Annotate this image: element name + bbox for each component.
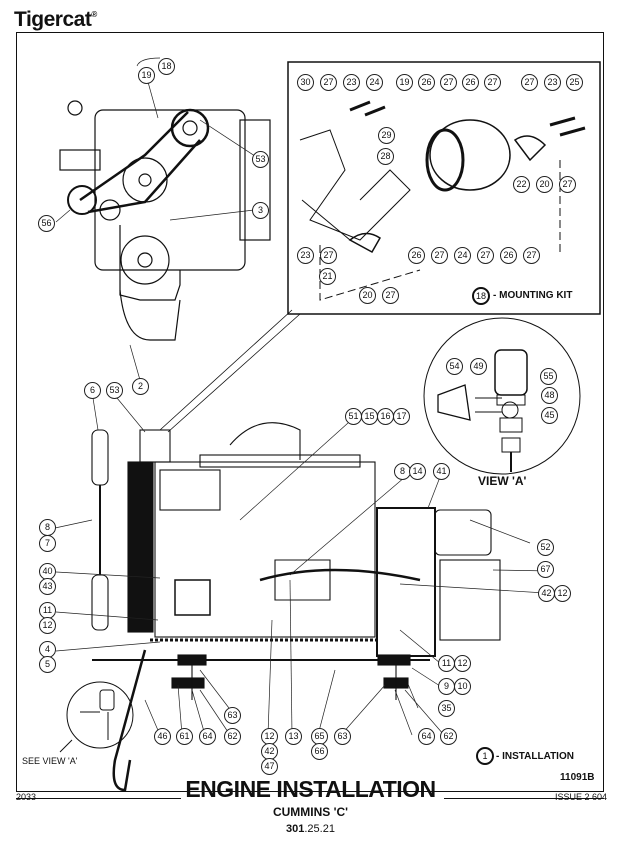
figure-number: 11091B	[560, 772, 595, 783]
brand-name: Tigercat	[14, 8, 92, 31]
title-rule-left	[16, 798, 181, 799]
callout-23: 23	[343, 74, 360, 91]
registered-mark: ®	[91, 10, 97, 19]
callout-12: 12	[39, 617, 56, 634]
callout-29: 29	[378, 127, 395, 144]
callout-63: 63	[334, 728, 351, 745]
callout-26: 26	[418, 74, 435, 91]
callout-49: 49	[470, 358, 487, 375]
callout-62: 62	[224, 728, 241, 745]
side-view-engine	[91, 422, 501, 792]
see-view-a-circle	[59, 681, 134, 753]
callout-6: 6	[84, 382, 101, 399]
callout-23: 23	[544, 74, 561, 91]
callout-67: 67	[537, 561, 554, 578]
callout-18: 18	[158, 58, 175, 75]
callout-16: 16	[377, 408, 394, 425]
callout-19: 19	[138, 67, 155, 84]
callout-43: 43	[39, 578, 56, 595]
drawing-frame	[16, 32, 604, 792]
callout-19: 19	[396, 74, 413, 91]
front-view-engine	[59, 100, 271, 341]
callout-55: 55	[540, 368, 557, 385]
callout-27: 27	[431, 247, 448, 264]
issue-number: ISSUE 2 604	[554, 792, 607, 802]
brand-logo: Tigercat®	[14, 8, 97, 32]
callout-21: 21	[319, 268, 336, 285]
code-section: 301	[286, 823, 305, 835]
view-a-detail	[423, 317, 581, 475]
callout-20: 20	[536, 176, 553, 193]
view-a-title: VIEW 'A'	[478, 474, 527, 488]
mounting-kit-detail	[287, 61, 601, 315]
callout-54: 54	[446, 358, 463, 375]
callout-51: 51	[345, 408, 362, 425]
mounting-kit-marker: 18	[472, 287, 490, 305]
callout-23: 23	[297, 247, 314, 264]
callout-24: 24	[454, 247, 471, 264]
callout-27: 27	[440, 74, 457, 91]
callout-15: 15	[361, 408, 378, 425]
title-rule-right	[444, 798, 604, 799]
callout-27: 27	[477, 247, 494, 264]
callout-45: 45	[541, 407, 558, 424]
callout-27: 27	[523, 247, 540, 264]
callout-11: 11	[39, 602, 56, 619]
callout-9: 9	[438, 678, 455, 695]
callout-17: 17	[393, 408, 410, 425]
callout-27: 27	[521, 74, 538, 91]
callout-13: 13	[285, 728, 302, 745]
callout-41: 41	[433, 463, 450, 480]
callout-42: 42	[538, 585, 555, 602]
mounting-kit-label: - MOUNTING KIT	[493, 290, 573, 301]
callout-3: 3	[252, 202, 269, 219]
callout-27: 27	[559, 176, 576, 193]
code-subsection: .25.21	[304, 823, 335, 835]
callout-35: 35	[438, 700, 455, 717]
callout-22: 22	[513, 176, 530, 193]
drawing-title: ENGINE INSTALLATION	[185, 776, 436, 802]
callout-24: 24	[366, 74, 383, 91]
callout-47: 47	[261, 758, 278, 775]
callout-52: 52	[537, 539, 554, 556]
drawing-code: 301.25.21	[0, 823, 621, 835]
callout-27: 27	[382, 287, 399, 304]
callout-26: 26	[462, 74, 479, 91]
callout-4: 4	[39, 641, 56, 658]
callout-30: 30	[297, 74, 314, 91]
installation-label: - INSTALLATION	[496, 751, 574, 762]
callout-26: 26	[500, 247, 517, 264]
page-reference: 2033	[16, 792, 37, 802]
callout-26: 26	[408, 247, 425, 264]
callout-62: 62	[440, 728, 457, 745]
callout-64: 64	[418, 728, 435, 745]
callout-46: 46	[154, 728, 171, 745]
callout-27: 27	[320, 74, 337, 91]
callout-5: 5	[39, 656, 56, 673]
callout-61: 61	[176, 728, 193, 745]
callout-25: 25	[566, 74, 583, 91]
callout-7: 7	[39, 535, 56, 552]
callout-27: 27	[484, 74, 501, 91]
callout-64: 64	[199, 728, 216, 745]
drawing-subtitle: CUMMINS 'C'	[272, 805, 349, 819]
callout-2: 2	[132, 378, 149, 395]
callout-53: 53	[106, 382, 123, 399]
callout-11: 11	[438, 655, 455, 672]
callout-27: 27	[320, 247, 337, 264]
see-view-a-label: SEE VIEW 'A'	[22, 756, 78, 766]
callout-10: 10	[454, 678, 471, 695]
callout-56: 56	[38, 215, 55, 232]
callout-12: 12	[454, 655, 471, 672]
callout-14: 14	[409, 463, 426, 480]
installation-marker: 1	[476, 747, 494, 765]
callout-48: 48	[541, 387, 558, 404]
callout-20: 20	[359, 287, 376, 304]
callout-12: 12	[554, 585, 571, 602]
callout-28: 28	[377, 148, 394, 165]
callout-66: 66	[311, 743, 328, 760]
callout-53: 53	[252, 151, 269, 168]
callout-63: 63	[224, 707, 241, 724]
callout-8: 8	[39, 519, 56, 536]
